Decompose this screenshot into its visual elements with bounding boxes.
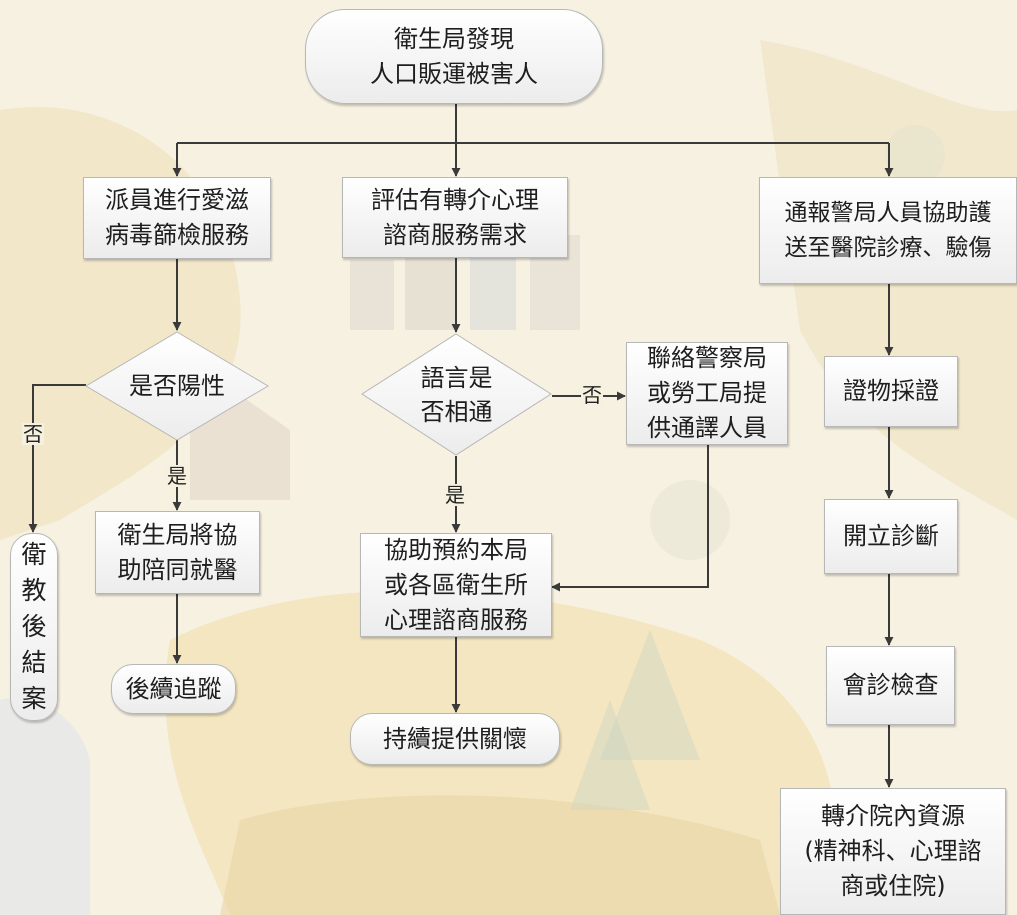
notify-police-box: 通報警局人員協助護 送至醫院診療、驗傷	[759, 177, 1017, 284]
edge-label-yes-mid: 是	[444, 483, 466, 507]
assess-counseling-box: 評估有轉介心理 諮商服務需求	[342, 177, 568, 258]
edge-label-no-mid: 否	[581, 383, 603, 407]
positive-decision-diamond: 是否陽性	[85, 331, 269, 441]
referral-box: 轉介院內資源 (精神科、心理諮 商或住院)	[780, 788, 1006, 915]
edge-label-yes-left: 是	[166, 464, 188, 488]
interpreter-box: 聯絡警察局 或勞工局提 供通譯人員	[626, 342, 788, 445]
book-counseling-box: 協助預約本局 或各區衛生所 心理諮商服務	[360, 533, 552, 637]
edge-label-no-left: 否	[22, 422, 44, 446]
consult-exam-box: 會診檢查	[826, 646, 955, 725]
start-terminal: 衛生局發現 人口販運被害人	[305, 9, 603, 104]
continue-care-terminal: 持續提供關懷	[350, 713, 560, 765]
evidence-collection-box: 證物採證	[824, 356, 958, 427]
close-case-box: 衛 教 後 結 案	[10, 533, 58, 721]
hiv-screening-box: 派員進行愛滋 病毒篩檢服務	[83, 177, 271, 259]
accompany-box: 衛生局將協 助陪同就醫	[95, 511, 260, 594]
follow-up-terminal: 後續追蹤	[111, 664, 236, 714]
language-decision-label: 語言是 否相通	[420, 363, 493, 426]
language-decision-diamond: 語言是 否相通	[361, 333, 552, 456]
positive-decision-label: 是否陽性	[129, 372, 225, 400]
diagnosis-box: 開立診斷	[824, 499, 958, 574]
